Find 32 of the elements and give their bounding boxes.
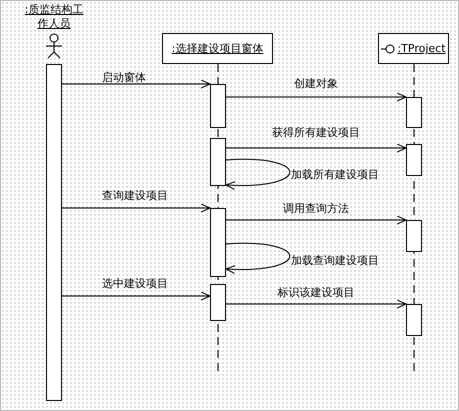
activation-bar	[210, 284, 226, 321]
message-arrow	[226, 144, 406, 152]
message-arrow	[226, 216, 406, 224]
activation-bar	[406, 97, 422, 128]
message-arrow	[226, 158, 290, 190]
activation-bar	[406, 144, 422, 176]
message-arrow	[226, 300, 406, 308]
message-arrow	[62, 80, 210, 88]
message-arrow	[226, 242, 290, 274]
activation-bar	[406, 304, 422, 336]
message-label: 选中建设项目	[102, 277, 168, 290]
message-label: 获得所有建设项目	[272, 126, 360, 139]
actor-name: :质监结构工作人员	[21, 3, 87, 33]
message-arrow	[62, 204, 210, 212]
message-label: 启动窗体	[102, 71, 146, 84]
activation-bar	[210, 208, 226, 277]
activation-bar	[210, 84, 226, 128]
message-label: 调用查询方法	[283, 202, 349, 215]
object-name: :TProject	[397, 42, 446, 55]
activation-bar	[210, 138, 226, 186]
object-box	[162, 33, 273, 64]
message-label: 标识该建设项目	[278, 286, 354, 299]
message-arrow	[62, 292, 210, 300]
object-name: :选择建设项目窗体	[172, 41, 264, 56]
message-label: 创建对象	[294, 77, 338, 90]
message-arrow	[226, 92, 406, 102]
activation-bar	[46, 64, 62, 401]
message-label: 加载查询建设项目	[291, 254, 379, 267]
activation-bar	[406, 220, 422, 252]
message-label: 加载所有建设项目	[291, 168, 379, 181]
object-box	[378, 33, 449, 64]
message-label: 查询建设项目	[102, 189, 168, 202]
